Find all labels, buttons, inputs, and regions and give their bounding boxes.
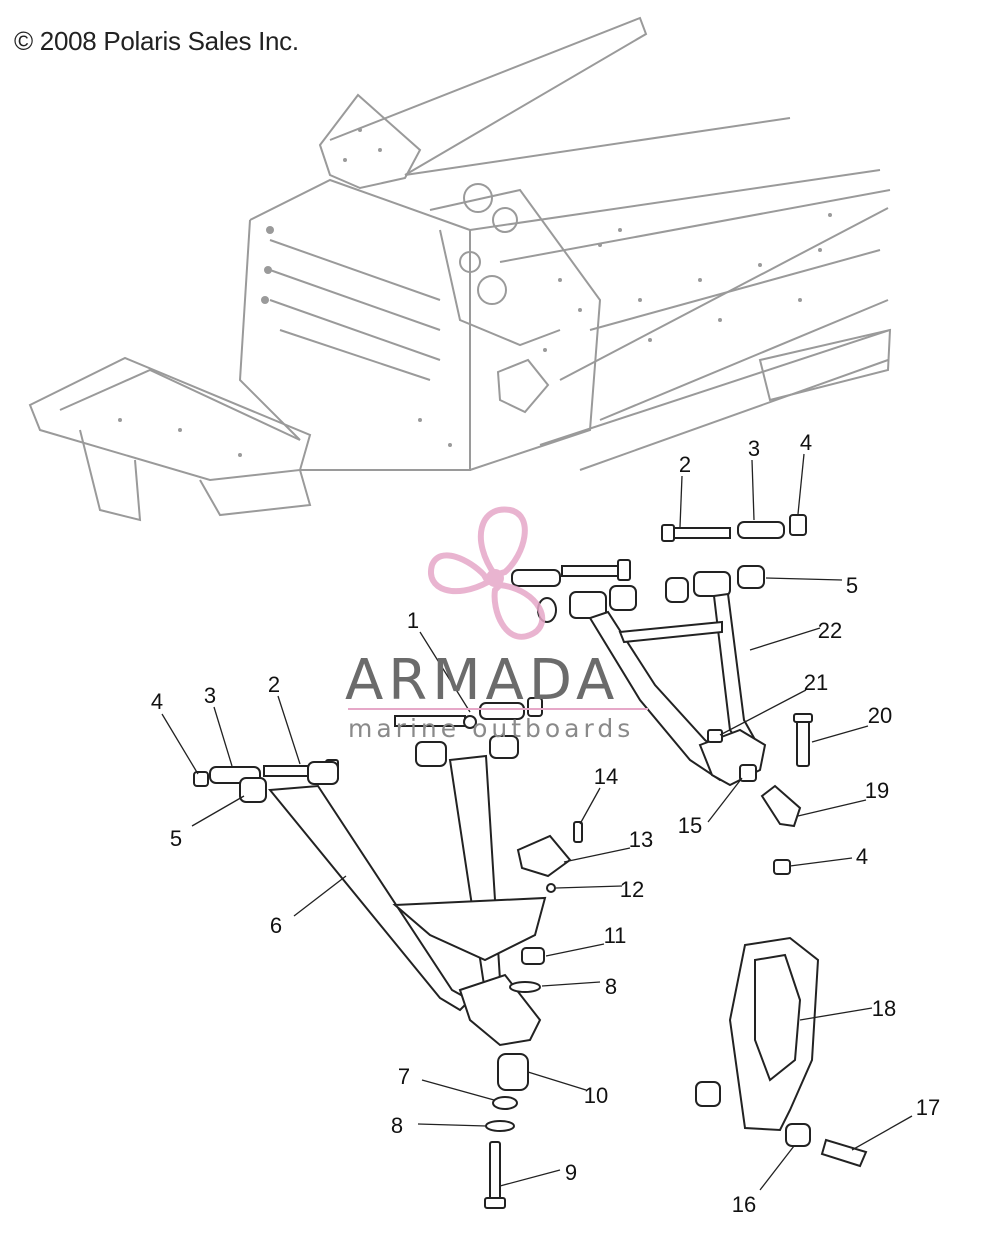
bolt-head-9: [484, 1197, 506, 1209]
watermark-tagline: marine outboards: [348, 714, 635, 743]
bushing-5-left: [239, 777, 267, 803]
bushing-upper-e: [693, 571, 731, 597]
bushing-lower-c: [415, 741, 447, 767]
callout-c1: 1: [407, 608, 419, 633]
callout-c21: 21: [804, 670, 828, 695]
callout-c12: 12: [620, 877, 644, 902]
lower-a-arm-assembly: [193, 697, 583, 1209]
callout-c10: 10: [584, 1083, 608, 1108]
callout-c4c: 4: [856, 844, 868, 869]
screw-14: [573, 821, 583, 843]
lower-arm-gusset: [392, 896, 547, 962]
callout-c4a: 4: [800, 430, 812, 455]
callout-c6: 6: [270, 913, 282, 938]
callout-c4b: 4: [151, 689, 163, 714]
callout-c19: 19: [865, 778, 889, 803]
nut-11: [521, 947, 545, 965]
nut-15: [739, 764, 757, 782]
bolt-2-upper: [669, 527, 731, 539]
callout-c8b: 8: [391, 1113, 403, 1138]
spindle-assembly: [695, 936, 868, 1168]
callout-c20: 20: [868, 703, 892, 728]
callout-c7: 7: [398, 1064, 410, 1089]
callout-c14: 14: [594, 764, 618, 789]
bushing-spindle-left: [695, 1081, 721, 1107]
callout-c13: 13: [629, 827, 653, 852]
sleeve-3-upper: [737, 521, 785, 539]
callout-c16: 16: [732, 1192, 756, 1217]
bushing-lower-b: [307, 761, 339, 785]
callout-c5a: 5: [846, 573, 858, 598]
leader-lines: [161, 453, 913, 1191]
bushing-lower-d: [489, 735, 519, 759]
callout-c22: 22: [818, 618, 842, 643]
callout-c8a: 8: [605, 974, 617, 999]
washer-8-lower: [485, 1120, 515, 1132]
callout-c11: 11: [604, 923, 627, 948]
bracket-13: [516, 834, 572, 878]
watermark-propeller-icon: [428, 506, 546, 640]
bolt-upper-inner: [561, 565, 621, 577]
bushing-5-upper: [737, 565, 765, 589]
washer-1: [463, 715, 477, 729]
bushing-upper-d: [665, 577, 689, 603]
bushing-16: [785, 1123, 811, 1147]
nut-lower-inner: [527, 697, 543, 717]
nut-4-left: [193, 771, 209, 787]
spindle-inner: [754, 953, 802, 1082]
sleeve-17: [820, 1138, 868, 1168]
ball-joint-10: [497, 1053, 529, 1091]
lower-arm-tube-front: [268, 784, 472, 1012]
bolt-head-upper-inner: [617, 559, 631, 581]
callout-c15: 15: [678, 813, 702, 838]
sleeve-lower-inner: [479, 702, 525, 720]
bolt-head-2-upper: [661, 524, 675, 542]
nut-12: [546, 883, 556, 893]
callout-c2a: 2: [679, 452, 691, 477]
nut-21: [707, 729, 723, 743]
callout-c2b: 2: [268, 672, 280, 697]
nut-4-lower-right: [773, 859, 791, 875]
callout-c3a: 3: [748, 436, 760, 461]
watermark-underline: [348, 708, 648, 710]
copyright-notice: © 2008 Polaris Sales Inc.: [14, 26, 299, 56]
lower-arm-knuckle-mount: [458, 973, 542, 1047]
callout-c9: 9: [565, 1160, 577, 1185]
watermark-brand: ARMADA: [345, 648, 620, 713]
bolt-9: [489, 1141, 501, 1205]
callout-c17: 17: [916, 1095, 940, 1120]
callout-c3b: 3: [204, 683, 216, 708]
bushing-upper-b: [569, 591, 607, 619]
upper-arm-crossbar: [618, 620, 723, 644]
sleeve-upper-inner: [511, 569, 561, 587]
nut-4-upper: [789, 514, 807, 536]
chassis-frame: [28, 16, 892, 522]
bushing-upper-c: [609, 585, 637, 611]
callout-c5b: 5: [170, 826, 182, 851]
callout-c18: 18: [872, 996, 896, 1021]
bolt-head-20: [793, 713, 813, 723]
snap-ring-7: [492, 1096, 518, 1110]
bolt-20: [796, 717, 810, 767]
washer-8-upper: [509, 981, 541, 993]
tie-rod-end-19: [760, 784, 802, 828]
